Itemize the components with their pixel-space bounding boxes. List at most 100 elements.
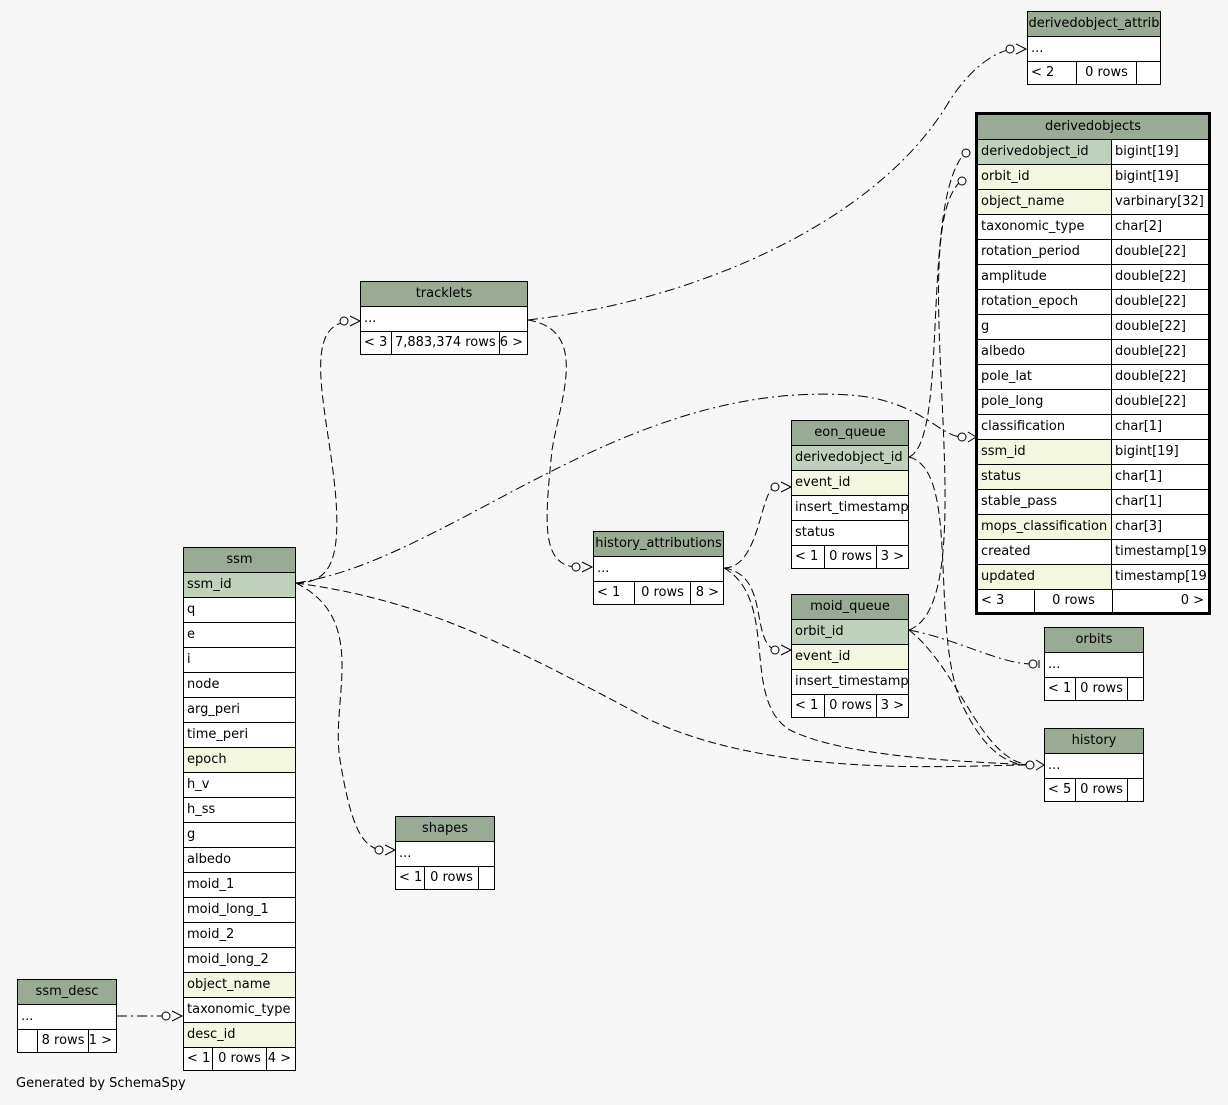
column-row[interactable]: taxonomic_type	[184, 998, 295, 1023]
table-history-attributions[interactable]: history_attributions ... < 1 0 rows 8 >	[593, 531, 724, 605]
column-row[interactable]: i	[184, 648, 295, 673]
generated-by-note: Generated by SchemaSpy	[16, 1076, 186, 1091]
parents-count[interactable]: < 5	[1048, 782, 1072, 797]
children-count[interactable]	[1127, 678, 1143, 700]
column-row[interactable]: time_peri	[184, 723, 295, 748]
table-title[interactable]: history	[1045, 729, 1143, 754]
table-title[interactable]: eon_queue	[792, 421, 908, 446]
parents-count[interactable]: < 1	[795, 549, 819, 564]
column-row[interactable]: event_id	[792, 645, 908, 670]
children-count[interactable]: 0 >	[1112, 590, 1208, 612]
children-count[interactable]: 4 >	[266, 1048, 295, 1070]
column-row[interactable]: h_v	[184, 773, 295, 798]
table-derivedobject-attrib[interactable]: derivedobject_attrib ... < 2 0 rows	[1027, 11, 1161, 85]
parents-count[interactable]: < 3	[981, 593, 1005, 608]
column-type: timestamp[19]	[1111, 540, 1212, 564]
table-title[interactable]: orbits	[1045, 628, 1143, 653]
parents-count[interactable]: < 1	[795, 698, 819, 713]
column-name: insert_timestamp	[795, 500, 909, 515]
parents-count[interactable]: < 1	[187, 1051, 211, 1066]
children-count[interactable]: 3 >	[876, 695, 908, 717]
column-row[interactable]: orbit_id	[792, 620, 908, 645]
column-row[interactable]: event_id	[792, 471, 908, 496]
table-orbits[interactable]: orbits ... < 1 0 rows	[1044, 627, 1144, 701]
column-row[interactable]: moid_1	[184, 873, 295, 898]
children-count[interactable]: 3 >	[876, 546, 908, 568]
parents-count[interactable]	[18, 1030, 37, 1052]
column-row[interactable]: node	[184, 673, 295, 698]
column-ellipsis: ...	[1048, 657, 1061, 672]
column-row[interactable]: moid_long_1	[184, 898, 295, 923]
table-title[interactable]: history_attributions	[594, 532, 723, 557]
parents-count[interactable]: < 1	[399, 870, 423, 885]
table-tracklets[interactable]: tracklets ... < 3 7,883,374 rows 6 >	[360, 281, 528, 355]
column-name: rotation_epoch	[981, 294, 1079, 309]
parents-count[interactable]: < 3	[364, 335, 388, 350]
column-ellipsis: ...	[1031, 41, 1044, 56]
column-row[interactable]: epoch	[184, 748, 295, 773]
table-title[interactable]: moid_queue	[792, 595, 908, 620]
column-row[interactable]: desc_id	[184, 1023, 295, 1047]
table-title[interactable]: ssm_desc	[18, 980, 116, 1005]
column-row[interactable]: insert_timestamp	[792, 496, 909, 521]
column-row[interactable]: g	[184, 823, 295, 848]
table-title[interactable]: ssm	[184, 548, 295, 573]
table-title[interactable]: shapes	[396, 817, 494, 842]
parents-count[interactable]: < 1	[597, 585, 621, 600]
children-count[interactable]	[1136, 62, 1160, 84]
column-row[interactable]: albedo	[184, 848, 295, 873]
children-count[interactable]	[1127, 779, 1143, 801]
column-row[interactable]: moid_long_2	[184, 948, 295, 973]
children-count[interactable]	[478, 867, 494, 889]
column-type: double[22]	[1111, 290, 1208, 314]
table-title[interactable]: derivedobjects	[978, 115, 1208, 140]
children-count[interactable]: 8 >	[690, 582, 723, 604]
column-row[interactable]: rotation_epoch double[22]	[978, 290, 1208, 315]
column-name: orbit_id	[981, 169, 1030, 184]
column-row[interactable]: h_ss	[184, 798, 295, 823]
parents-count[interactable]: < 1	[1048, 681, 1072, 696]
column-name: status	[981, 469, 1021, 484]
column-name: q	[187, 602, 196, 617]
parents-count[interactable]: < 2	[1031, 65, 1055, 80]
column-row[interactable]: object_name	[184, 973, 295, 998]
children-count[interactable]: 1 >	[87, 1030, 116, 1052]
column-row[interactable]: e	[184, 623, 295, 648]
column-row[interactable]: derivedobject_id	[792, 446, 908, 471]
table-title[interactable]: tracklets	[361, 282, 527, 307]
column-row[interactable]: q	[184, 598, 295, 623]
table-history[interactable]: history ... < 5 0 rows	[1044, 728, 1144, 802]
column-row[interactable]: ssm_id	[184, 573, 295, 598]
column-row[interactable]: insert_timestamp	[792, 670, 909, 694]
table-ssm-desc[interactable]: ssm_desc ... 8 rows 1 >	[17, 979, 117, 1053]
children-count[interactable]: 6 >	[498, 332, 527, 354]
table-title[interactable]: derivedobject_attrib	[1028, 12, 1160, 37]
column-row[interactable]: status	[792, 521, 908, 545]
column-name: ssm_id	[187, 577, 232, 592]
table-shapes[interactable]: shapes ... < 1 0 rows	[395, 816, 495, 890]
column-row[interactable]: arg_peri	[184, 698, 295, 723]
column-row[interactable]: moid_2	[184, 923, 295, 948]
